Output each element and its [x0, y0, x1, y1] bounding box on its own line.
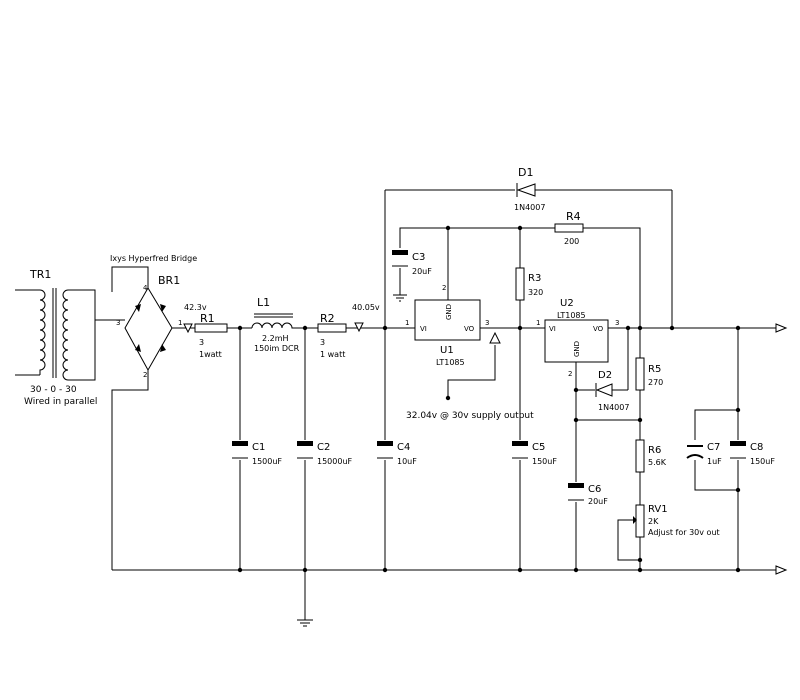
u1-pin-in: 1: [405, 319, 409, 327]
u2-value: LT1085: [557, 311, 586, 320]
c2-value: 15000uF: [317, 457, 353, 466]
ground-symbol-main: [297, 619, 313, 627]
bridge-br1: [124, 287, 173, 372]
c7-ref: C7: [707, 442, 720, 453]
l1-value: 2.2mH: [262, 334, 289, 343]
junction-dots: [237, 225, 741, 573]
l1-ref: L1: [257, 296, 270, 309]
d2-value: 1N4007: [598, 403, 629, 412]
diode-d1: [516, 183, 536, 197]
tr1-ref: TR1: [29, 268, 51, 281]
l1-note: 150im DCR: [254, 344, 300, 353]
capacitor-c1: [232, 441, 248, 459]
r5-value: 270: [648, 378, 663, 387]
c6-ref: C6: [588, 484, 601, 495]
resistor-r6: [635, 439, 645, 473]
capacitor-c7: [686, 445, 704, 459]
br1-pin1: 1: [178, 319, 182, 327]
rv1-ref: RV1: [648, 504, 668, 515]
r4-value: 200: [564, 237, 579, 246]
u2-pin-gnd: 2: [568, 370, 572, 378]
r2-note: 1 watt: [320, 350, 345, 359]
c4-value: 10uF: [397, 457, 417, 466]
r1-value: 3: [199, 338, 204, 347]
wires: [68, 189, 780, 620]
resistor-r2: [317, 322, 364, 333]
c5-ref: C5: [532, 442, 545, 453]
d2-ref: D2: [598, 370, 612, 381]
resistor-r4: [554, 223, 584, 233]
rv1-value: 2K: [648, 517, 659, 526]
d1-ref: D1: [518, 166, 533, 179]
r1-ref: R1: [200, 312, 215, 325]
regulator-u1: [414, 299, 501, 344]
capacitor-c6: [568, 483, 584, 501]
resistor-r1: [183, 323, 228, 334]
node-voltage-2: 40.05v: [352, 303, 380, 312]
tr1-ratio: 30 - 0 - 30: [30, 385, 77, 395]
node-voltage-1: 42.3v: [184, 303, 207, 312]
transformer-tr1: [15, 288, 69, 381]
c8-value: 150uF: [750, 457, 775, 466]
c4-ref: C4: [397, 442, 410, 453]
br1-ref: BR1: [158, 274, 180, 287]
c5-value: 150uF: [532, 457, 557, 466]
node-voltage-3: 32.04v @ 30v supply output: [406, 411, 534, 421]
c3-ref: C3: [412, 252, 425, 263]
u2-vi: VI: [549, 325, 556, 333]
capacitor-c8: [730, 441, 746, 459]
ground-symbol-c3: [393, 294, 407, 302]
u1-ref: U1: [440, 345, 454, 356]
r6-ref: R6: [648, 445, 661, 456]
r4-ref: R4: [566, 210, 581, 223]
c8-ref: C8: [750, 442, 763, 453]
c1-value: 1500uF: [252, 457, 282, 466]
c7-value: 1uF: [707, 457, 722, 466]
rv1-note: Adjust for 30v out: [648, 528, 720, 537]
capacitor-c2: [297, 441, 313, 459]
c3-value: 20uF: [412, 267, 432, 276]
regulator-u2: [544, 319, 609, 363]
c6-value: 20uF: [588, 497, 608, 506]
u1-pin-out: 3: [485, 319, 489, 327]
capacitor-c5: [512, 441, 528, 459]
r5-ref: R5: [648, 364, 661, 375]
u2-gnd: GND: [573, 341, 581, 357]
d1-value: 1N4007: [514, 203, 545, 212]
c1-ref: C1: [252, 442, 265, 453]
r2-value: 3: [320, 338, 325, 347]
potentiometer-rv1: [633, 504, 645, 538]
resistor-r5: [635, 357, 645, 391]
output-terminal-ground: [775, 565, 788, 575]
u2-ref: U2: [560, 298, 574, 309]
u1-gnd: GND: [445, 304, 453, 320]
output-terminal-positive: [775, 323, 788, 333]
c2-ref: C2: [317, 442, 330, 453]
br1-pin3: 3: [116, 319, 120, 327]
r3-value: 320: [528, 288, 543, 297]
br1-pin4: 4: [143, 284, 148, 292]
capacitor-c3: [392, 250, 408, 267]
r6-value: 5.6K: [648, 458, 667, 467]
u2-pin-out: 3: [615, 319, 619, 327]
u2-pin-in: 1: [536, 319, 540, 327]
br1-pin2: 2: [143, 371, 147, 379]
diode-d2: [595, 383, 613, 397]
r2-ref: R2: [320, 312, 335, 325]
labels: TR1 30 - 0 - 30 Wired in parallel Ixys H…: [24, 166, 775, 537]
resistor-r3: [515, 267, 525, 301]
r3-ref: R3: [528, 273, 541, 284]
r1-note: 1watt: [199, 350, 222, 359]
u2-vo: VO: [593, 325, 604, 333]
u1-value: LT1085: [436, 358, 465, 367]
br1-title: Ixys Hyperfred Bridge: [110, 254, 197, 263]
u1-pin-gnd: 2: [442, 284, 446, 292]
inductor-l1: [251, 313, 295, 329]
u1-vi: VI: [420, 325, 427, 333]
u1-vo: VO: [464, 325, 475, 333]
tr1-note: Wired in parallel: [24, 397, 97, 407]
capacitor-c4: [377, 441, 393, 459]
